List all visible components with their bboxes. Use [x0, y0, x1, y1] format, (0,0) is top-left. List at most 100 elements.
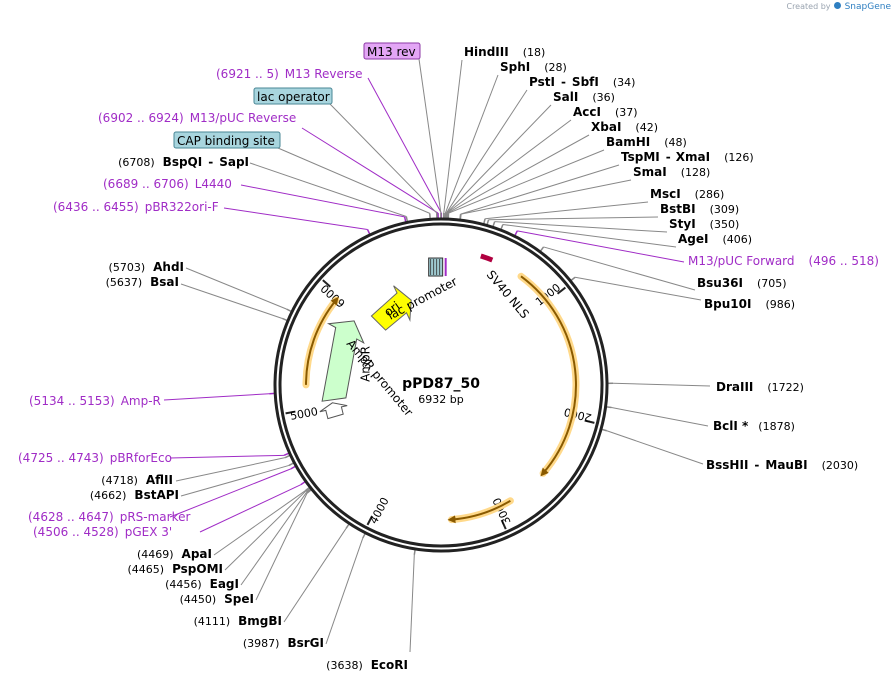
primer-m13-reverse[interactable]: (6921 .. 5)M13 Reverse	[216, 67, 362, 81]
site-agei[interactable]: AgeI	[678, 232, 708, 246]
site-bsshii[interactable]: BssHII	[706, 458, 748, 472]
site-position: (3638)	[326, 659, 363, 672]
primer-name: M13 Reverse	[285, 67, 363, 81]
box-label-lac-operator: lac operator	[257, 90, 330, 104]
sv40-nls-feature[interactable]	[480, 253, 494, 263]
site-tspmi[interactable]: TspMI	[621, 150, 660, 164]
svg-text:(4465)PspOMI: (4465) PspOMI	[127, 562, 223, 576]
site-bpu10i[interactable]: Bpu10I	[704, 297, 751, 311]
svg-text:(4456)EagI: (4456)EagI	[165, 577, 239, 591]
ampr-promoter-feature[interactable]	[319, 402, 348, 420]
site-bstapi[interactable]: BstAPI	[134, 488, 179, 502]
ampr-feature[interactable]	[321, 320, 365, 402]
site-draiii[interactable]: DraIII	[716, 380, 753, 394]
orf-arc-3[interactable]	[305, 296, 339, 385]
scale-tick	[322, 279, 331, 288]
site-position: (34)	[613, 76, 636, 89]
site-eagi[interactable]: EagI	[210, 577, 239, 591]
box-cap-binding-site[interactable]: CAP binding site	[173, 131, 281, 149]
site-smai[interactable]: SmaI	[633, 165, 667, 179]
svg-text:(4469)ApaI: (4469)ApaI	[137, 547, 212, 561]
svg-text:(5134 .. 5153)Amp-R: (5134 .. 5153)Amp-R	[29, 394, 161, 408]
orf-arc-2[interactable]	[447, 499, 511, 524]
site-maubi[interactable]: MauBI	[765, 458, 807, 472]
site-spei[interactable]: SpeI	[224, 592, 254, 606]
svg-text:SalI(36): SalI(36)	[553, 90, 615, 104]
site-bcli[interactable]: BclI *	[713, 419, 749, 433]
primer-pbr322ori-f[interactable]: (6436 .. 6455)pBR322ori-F	[53, 200, 219, 214]
site-bstbi[interactable]: BstBI	[660, 202, 696, 216]
svg-text:DraIII(1722): DraIII(1722)	[716, 380, 804, 394]
site-bamhi[interactable]: BamHI	[606, 135, 650, 149]
backbone-outer-strand	[273, 217, 609, 553]
site-ecori[interactable]: EcoRI	[371, 658, 408, 672]
site-hindiii[interactable]: HindIII	[464, 45, 509, 59]
site-acci[interactable]: AccI	[573, 105, 601, 119]
primer-m13-puc-reverse[interactable]: (6902 .. 6924)M13/pUC Reverse	[98, 111, 296, 125]
leader-line	[199, 484, 302, 533]
box-lac-operator[interactable]: lac operator	[253, 87, 333, 105]
site-xmai[interactable]: XmaI	[676, 150, 710, 164]
site-xbai[interactable]: XbaI	[591, 120, 621, 134]
primer-range: (6436 .. 6455)	[53, 200, 139, 214]
site-position: (5637)	[106, 276, 143, 289]
leader-line	[517, 230, 685, 263]
box-m13-rev[interactable]: M13 rev	[363, 42, 421, 60]
site-sphi[interactable]: SphI	[500, 60, 530, 74]
orf-arc-1[interactable]	[520, 275, 577, 477]
leader-line	[444, 74, 499, 214]
leader-line	[460, 179, 632, 215]
site-bmgbi[interactable]: BmgBI	[238, 614, 282, 628]
leader-line	[325, 538, 364, 645]
site-aflii[interactable]: AflII	[146, 473, 173, 487]
site-sbfi[interactable]: SbfI	[572, 75, 599, 89]
primer-l4440[interactable]: (6689 .. 6706)L4440	[103, 177, 232, 191]
primer-m13-puc-forward[interactable]: M13/pUC Forward(496 .. 518)	[688, 254, 879, 268]
svg-text:BamHI(48): BamHI(48)	[606, 135, 687, 149]
site-apai[interactable]: ApaI	[182, 547, 212, 561]
primer-prs-marker[interactable]: (4628 .. 4647)pRS-marker	[28, 510, 190, 524]
primer-name: pBRforEco	[110, 451, 172, 465]
leader-line	[301, 127, 439, 214]
lac-promoter-block[interactable]	[428, 257, 444, 277]
site-msci[interactable]: MscI	[650, 187, 681, 201]
ampr-label: AmpR	[358, 346, 372, 382]
primer-pgex-3[interactable]: (4506 .. 4528) pGEX 3'	[33, 525, 172, 539]
leader-line	[185, 267, 287, 310]
primer-pbrforeco[interactable]: (4725 .. 4743)pBRforEco	[18, 451, 172, 465]
site-position: (286)	[695, 188, 725, 201]
svg-text:StyI(350): StyI(350)	[669, 217, 739, 231]
site-position: (4465)	[127, 563, 164, 576]
leader-line	[175, 457, 286, 482]
site-styi[interactable]: StyI	[669, 217, 696, 231]
site-bsrgi[interactable]: BsrGI	[287, 636, 324, 650]
ori-feature[interactable]	[370, 285, 412, 331]
site-bspqi[interactable]: BspQI	[163, 155, 203, 169]
site-psti[interactable]: PstI	[529, 75, 555, 89]
leader-line	[460, 164, 620, 215]
box-label-cap-binding-site: CAP binding site	[177, 134, 275, 148]
svg-text:(3638)EcoRI: (3638) EcoRI	[326, 658, 408, 672]
leader-line	[223, 207, 368, 230]
svg-text:(4725 .. 4743)pBRforEco: (4725 .. 4743)pBRforEco	[18, 451, 172, 465]
primer-name: M13/pUC Forward	[688, 254, 795, 268]
site-ahdi[interactable]: AhdI	[153, 260, 184, 274]
leader-line	[180, 464, 290, 497]
svg-text:Bsu36I(705): Bsu36I(705)	[697, 276, 787, 290]
primer-range: (4506 .. 4528)	[33, 525, 119, 539]
site-bsai[interactable]: BsaI	[150, 275, 179, 289]
leader-line	[606, 430, 704, 465]
site-sali[interactable]: SalI	[553, 90, 578, 104]
svg-text:BstBI(309): BstBI(309)	[660, 202, 739, 216]
scale-tick-label: 4000	[367, 495, 392, 526]
scale-tick-label: 2000	[563, 405, 593, 424]
svg-text:(5637)BsaI: (5637) BsaI	[106, 275, 179, 289]
snapgene-credit: Created by SnapGene	[786, 2, 891, 12]
leader-line	[611, 407, 709, 427]
primer-name: pGEX 3'	[125, 525, 172, 539]
site-sapi[interactable]: SapI	[219, 155, 249, 169]
primer-amp-r[interactable]: (5134 .. 5153)Amp-R	[29, 394, 161, 408]
site-position: (1878)	[758, 420, 795, 433]
site-pspomi[interactable]: PspOMI	[172, 562, 223, 576]
site-bsu36i[interactable]: Bsu36I	[697, 276, 743, 290]
